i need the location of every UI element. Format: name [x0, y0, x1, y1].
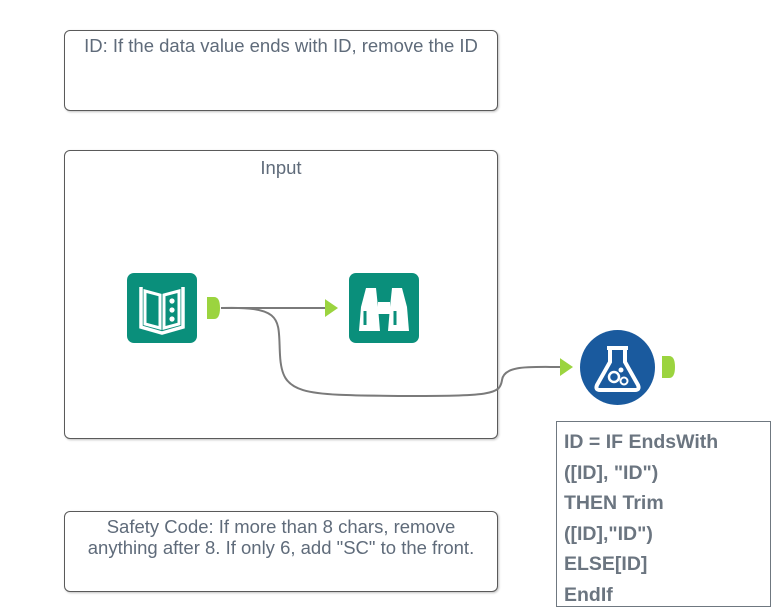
- annotation-line: THEN Trim: [564, 492, 664, 514]
- annotation-line: ([ID],"ID"): [564, 522, 653, 545]
- flask-icon: [594, 346, 641, 392]
- comment-text-id: ID: If the data value ends with ID, remo…: [84, 35, 478, 56]
- formula-tool[interactable]: [580, 330, 655, 405]
- book-icon: [139, 287, 185, 335]
- container-title: Input: [260, 157, 302, 178]
- comment-text-safety-code: Safety Code: If more than 8 chars, remov…: [87, 516, 475, 558]
- binoculars-icon: [359, 288, 409, 331]
- comment-box-safety-code[interactable]: Safety Code: If more than 8 chars, remov…: [64, 511, 498, 592]
- input-anchor[interactable]: [325, 297, 338, 319]
- input-data-tool[interactable]: [127, 273, 197, 343]
- comment-box-id[interactable]: ID: If the data value ends with ID, remo…: [64, 30, 498, 111]
- formula-annotation: ID = IF EndsWith ([ID], "ID") THEN Trim …: [556, 421, 771, 607]
- annotation-line: EndIf: [564, 583, 613, 606]
- connection-input-formula: [220, 306, 561, 398]
- output-anchor[interactable]: [207, 297, 220, 319]
- annotation-line: ID = IF EndsWith: [564, 431, 719, 453]
- input-anchor[interactable]: [560, 356, 573, 378]
- annotation-line: ([ID], "ID"): [564, 461, 659, 484]
- output-anchor[interactable]: [662, 356, 675, 378]
- browse-tool[interactable]: [349, 273, 419, 343]
- annotation-line: ELSE[ID]: [564, 553, 648, 575]
